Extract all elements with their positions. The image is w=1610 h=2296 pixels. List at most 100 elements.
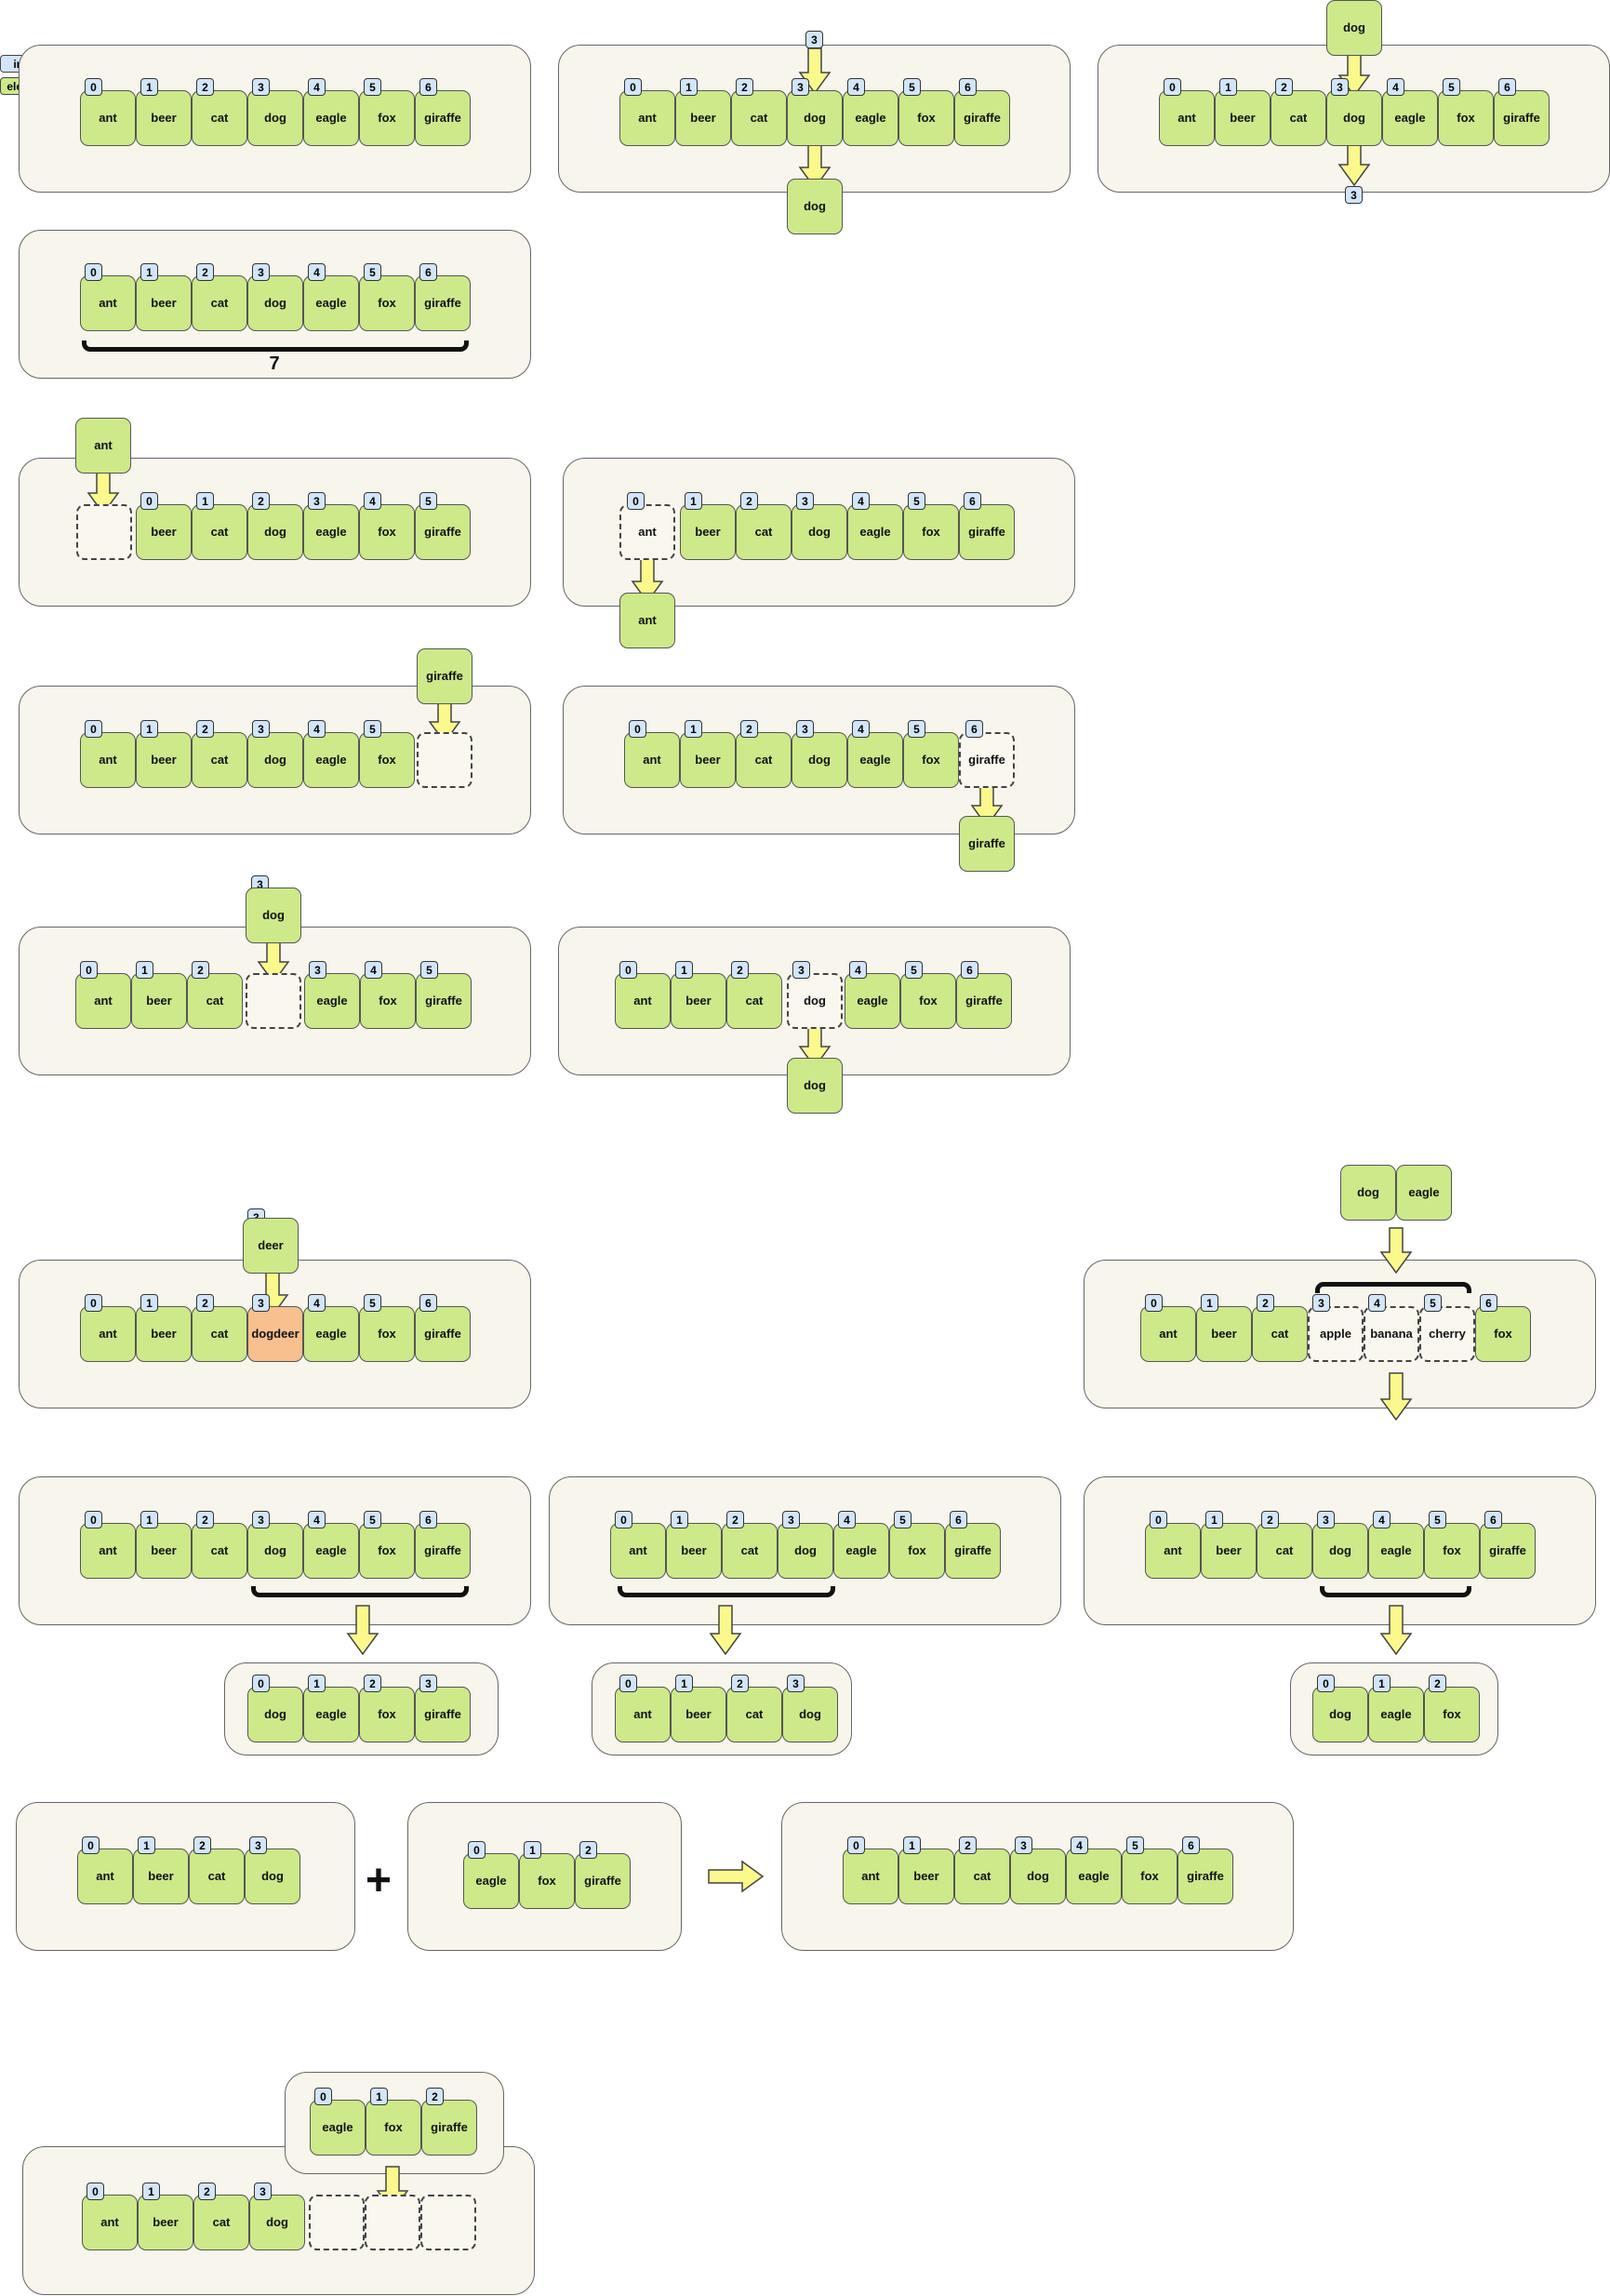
index-badge: 0 xyxy=(80,961,98,979)
list-element: cat xyxy=(192,732,247,788)
index-badge: 0 xyxy=(252,1675,270,1692)
index-badge: 1 xyxy=(140,263,158,281)
list-element: banana xyxy=(1364,1306,1419,1362)
index-badge: 1 xyxy=(140,1511,158,1528)
list-element: giraffe xyxy=(959,504,1015,560)
list-element: fox xyxy=(900,973,956,1029)
index-badge: 6 xyxy=(1484,1511,1502,1528)
down-arrow xyxy=(346,1605,379,1656)
index-badge: 2 xyxy=(740,492,758,510)
list-element: ant xyxy=(80,90,136,146)
list-element: beer xyxy=(136,504,192,560)
list-element: fox xyxy=(359,1523,415,1579)
index-badge: 1 xyxy=(671,1511,688,1528)
popped-element: giraffe xyxy=(959,816,1015,872)
popped-slot: giraffe xyxy=(959,732,1015,788)
list-element: dog xyxy=(1312,1687,1368,1742)
list-element: fox xyxy=(889,1523,945,1579)
result-element: dog xyxy=(787,179,843,234)
index-badge: 0 xyxy=(85,1294,102,1312)
list-element: ant xyxy=(619,90,675,146)
index-badge: 3 xyxy=(252,1294,270,1312)
inserted-element: dog xyxy=(246,888,301,943)
list-element: cat xyxy=(192,90,247,146)
list-element: eagle xyxy=(1066,1849,1122,1904)
index-badge: 2 xyxy=(959,1836,977,1854)
right-arrow xyxy=(708,1860,765,1893)
index-badge: 5 xyxy=(420,961,438,979)
index-badge: 0 xyxy=(1145,1294,1163,1312)
list-element: giraffe xyxy=(415,1523,471,1579)
list-element: eagle xyxy=(303,1523,359,1579)
index-badge: 4 xyxy=(365,961,382,979)
list-element: eagle xyxy=(303,1306,359,1362)
list-element: eagle xyxy=(845,973,900,1029)
list-element: cat xyxy=(954,1849,1010,1904)
list-element: ant xyxy=(615,973,671,1029)
list-element: fox xyxy=(359,1687,415,1742)
index-badge: 6 xyxy=(961,961,978,979)
index-badge: 4 xyxy=(308,78,326,96)
list-element: eagle xyxy=(833,1523,889,1579)
list-element: ant xyxy=(80,1523,136,1579)
index-badge: 3 xyxy=(792,961,810,979)
list-element: beer xyxy=(898,1849,954,1904)
index-badge: 5 xyxy=(903,78,921,96)
index-badge: 2 xyxy=(196,263,214,281)
list-element: fox xyxy=(1424,1687,1480,1742)
index-badge: 3 xyxy=(308,492,326,510)
list-element: cat xyxy=(1271,90,1326,146)
list-element: giraffe xyxy=(945,1523,1001,1579)
index-badge: 4 xyxy=(1071,1836,1088,1854)
index-badge: 1 xyxy=(685,720,702,738)
empty-slot xyxy=(309,2195,365,2250)
list-element: cat xyxy=(731,90,787,146)
index-badge: 6 xyxy=(419,1511,437,1528)
list-element: cat xyxy=(187,973,243,1029)
down-arrow xyxy=(1379,1372,1413,1422)
index-badge: 1 xyxy=(196,492,214,510)
index-badge: 4 xyxy=(852,492,870,510)
new-element: dog xyxy=(1340,1165,1396,1221)
index-badge: 1 xyxy=(142,2183,160,2200)
list-element: beer xyxy=(666,1523,722,1579)
list-element: dog xyxy=(247,1687,303,1742)
index-badge: 0 xyxy=(624,78,642,96)
list-element: fox xyxy=(366,2100,421,2156)
list-element: beer xyxy=(138,2195,193,2250)
list-element: giraffe xyxy=(415,275,471,331)
list-element: giraffe xyxy=(956,973,1012,1029)
list-element: ant xyxy=(843,1849,898,1904)
index-badge: 0 xyxy=(468,1841,486,1859)
list-element: eagle xyxy=(303,90,359,146)
index-badge: 4 xyxy=(838,1511,856,1528)
appended-element: giraffe xyxy=(417,648,472,704)
index-badge: 0 xyxy=(1150,1511,1167,1528)
list-element: fox xyxy=(1424,1523,1480,1579)
index-badge: 1 xyxy=(1201,1294,1218,1312)
new-value-element: deer xyxy=(243,1218,299,1274)
index-badge: 1 xyxy=(685,492,702,510)
index-badge: 2 xyxy=(196,720,214,738)
list-element: beer xyxy=(1201,1523,1257,1579)
list-element: beer xyxy=(1196,1306,1252,1362)
index-badge: 3 xyxy=(1317,1511,1335,1528)
index-badge: 1 xyxy=(370,2088,388,2105)
new-element: eagle xyxy=(1396,1165,1452,1221)
list-element: ant xyxy=(615,1687,671,1742)
index-badge: 2 xyxy=(196,1511,214,1528)
index-badge: 0 xyxy=(619,961,637,979)
index-badge: 2 xyxy=(1261,1511,1279,1528)
list-element: ant xyxy=(80,1306,136,1362)
inserted-element: ant xyxy=(75,418,131,474)
list-element: ant xyxy=(80,275,136,331)
index-badge: 3 xyxy=(252,263,270,281)
index-badge: 3 xyxy=(782,1511,800,1528)
index-badge: 3 xyxy=(805,31,823,48)
index-badge: 2 xyxy=(1429,1675,1446,1692)
list-element: cat xyxy=(193,2195,249,2250)
list-element: cat xyxy=(189,1849,245,1904)
slice-tail-brace xyxy=(251,1586,469,1597)
index-badge: 0 xyxy=(85,1511,102,1528)
list-element: fox xyxy=(898,90,954,146)
